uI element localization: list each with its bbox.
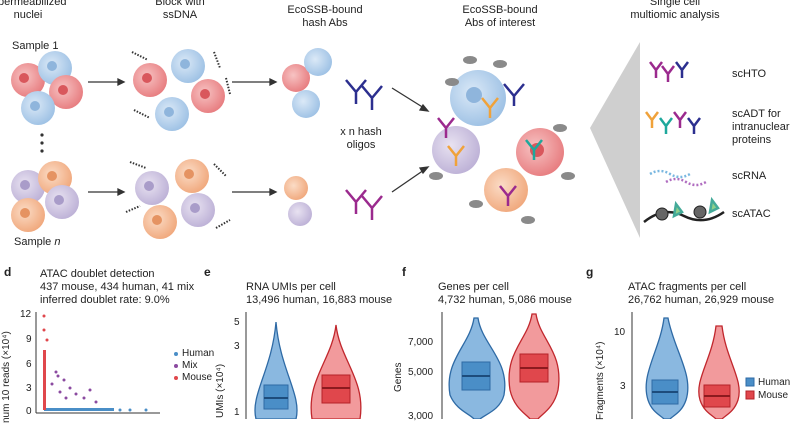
step-label-4-line-1: EcoSSB-bound: [462, 4, 538, 16]
panel-e-ytick-3: 3: [234, 341, 240, 352]
panel-f-subtitle: 4,732 human, 5,086 mouse: [438, 294, 572, 306]
step-label-3: EcoSSB-bound hash Abs: [285, 4, 365, 30]
step-label-3-line-1: EcoSSB-bound: [287, 4, 363, 16]
panel-d-ytick-3: 3: [26, 383, 32, 394]
panel-g-violin-human: [645, 317, 689, 419]
step-label-5-line-1: Single cell: [649, 0, 701, 8]
panel-g-ytick-3: 3: [620, 381, 626, 392]
panel-f-violin-mouse: [508, 313, 560, 419]
label-scadt-line-3: proteins: [732, 134, 772, 146]
panel-d-ytick-6: 6: [26, 359, 32, 370]
samplen-nuclei: [11, 161, 79, 232]
panel-g-legend-human: Human: [758, 377, 791, 388]
panel-d-letter: d: [4, 265, 12, 279]
panel-d-axes: [35, 312, 160, 414]
panel-d-legend-markers: [174, 352, 178, 380]
panel-g-ylabel: Fragments (×10⁴): [595, 341, 606, 421]
hash-note-line-1: x n hash: [340, 126, 382, 138]
ssdna-strands: [125, 51, 231, 229]
panel-e-ytick-1: 1: [234, 407, 240, 418]
sample1-nuclei: [11, 51, 83, 125]
panel-g-title: ATAC fragments per cell: [628, 281, 747, 293]
step-label-4-line-2: Abs of interest: [464, 17, 536, 29]
panel-d-line-2: inferred doublet rate: 9.0%: [40, 294, 170, 306]
sample-n-label: Sample n: [14, 236, 60, 249]
hash-labeled-nuclei: [282, 48, 332, 226]
label-scadt-line-1: scADT for: [732, 108, 781, 120]
panel-g-violin-mouse: [698, 325, 740, 419]
label-scadt-line-2: intranuclear: [732, 121, 790, 133]
panel-f-ytick-5000: 5,000: [408, 367, 434, 378]
sample-1-label: Sample 1: [12, 40, 59, 52]
panel-g-legend-mouse: Mouse: [758, 390, 789, 401]
panel-e-letter: e: [204, 265, 211, 279]
panel-f-title: Genes per cell: [438, 281, 509, 293]
step-label-3-line-2: hash Abs: [302, 17, 348, 29]
panel-d-title: ATAC doublet detection: [40, 268, 155, 280]
analysis-icons: [643, 61, 725, 223]
hash-note: x n hash oligos: [326, 126, 396, 152]
sample-n-italic: n: [54, 236, 61, 248]
label-scrna: scRNA: [732, 170, 767, 182]
panel-d-ytick-0: 0: [26, 406, 32, 417]
panel-e-violin-mouse: [310, 324, 362, 419]
panel-e-ytick-5: 5: [234, 317, 240, 328]
panel-f-ytick-7000: 7,000: [408, 337, 434, 348]
labeled-nuclei-cluster: [429, 56, 575, 224]
panel-d-ylabel: num 10 reads (×10⁴): [1, 331, 12, 423]
hash-note-line-2: oligos: [346, 139, 376, 151]
panel-f-violin-human: [448, 317, 506, 419]
hash-antibodies: [345, 79, 383, 220]
sample-n-text: Sample: [14, 236, 55, 248]
step-label-5: Single cell multiomic analysis: [620, 0, 730, 22]
panel-f-letter: f: [402, 265, 406, 279]
panel-g-subtitle: 26,762 human, 26,929 mouse: [628, 294, 775, 306]
panel-d-legend-mix: Mix: [182, 360, 198, 371]
panel-d-legend-human: Human: [182, 348, 215, 359]
step-label-1: permeabilized nuclei: [0, 0, 67, 22]
step-label-1-line-2: nuclei: [13, 9, 43, 21]
panel-g-ytick-10: 10: [614, 327, 626, 338]
panel-e-ylabel: UMIs (×10⁴): [215, 363, 226, 418]
panel-e-subtitle: 13,496 human, 16,883 mouse: [246, 294, 393, 306]
panel-d-legend-mouse: Mouse: [182, 372, 213, 383]
panel-d-ytick-12: 12: [20, 309, 32, 320]
panel-f-ylabel: Genes: [393, 362, 404, 392]
panel-g-letter: g: [586, 265, 594, 279]
step-label-2-line-1: Block with: [155, 0, 205, 8]
blocked-nuclei: [133, 49, 225, 239]
label-scadt: scADT for intranuclear proteins: [732, 108, 789, 147]
step-label-2-line-2: ssDNA: [162, 9, 198, 21]
panel-f-ytick-3000: 3,000: [408, 411, 434, 422]
analysis-box: [640, 42, 800, 238]
label-scatac: scATAC: [732, 208, 771, 220]
step-label-5-line-2: multiomic analysis: [630, 9, 720, 21]
zoom-wedge: [590, 42, 640, 238]
panel-e-title: RNA UMIs per cell: [246, 281, 336, 293]
panel-d-ytick-9: 9: [26, 334, 32, 345]
label-schto: scHTO: [732, 68, 767, 80]
panel-d-line-1: 437 mouse, 434 human, 41 mix: [40, 281, 195, 293]
step-label-4: EcoSSB-bound Abs of interest: [450, 4, 550, 30]
panel-g-legend-swatches: [745, 377, 755, 400]
step-label-1-line-1: permeabilized: [0, 0, 67, 8]
step-label-2: Block with ssDNA: [140, 0, 220, 22]
panel-d-points: [42, 314, 148, 412]
process-arrows: [88, 77, 430, 197]
panel-e-violin-human: [254, 321, 298, 419]
